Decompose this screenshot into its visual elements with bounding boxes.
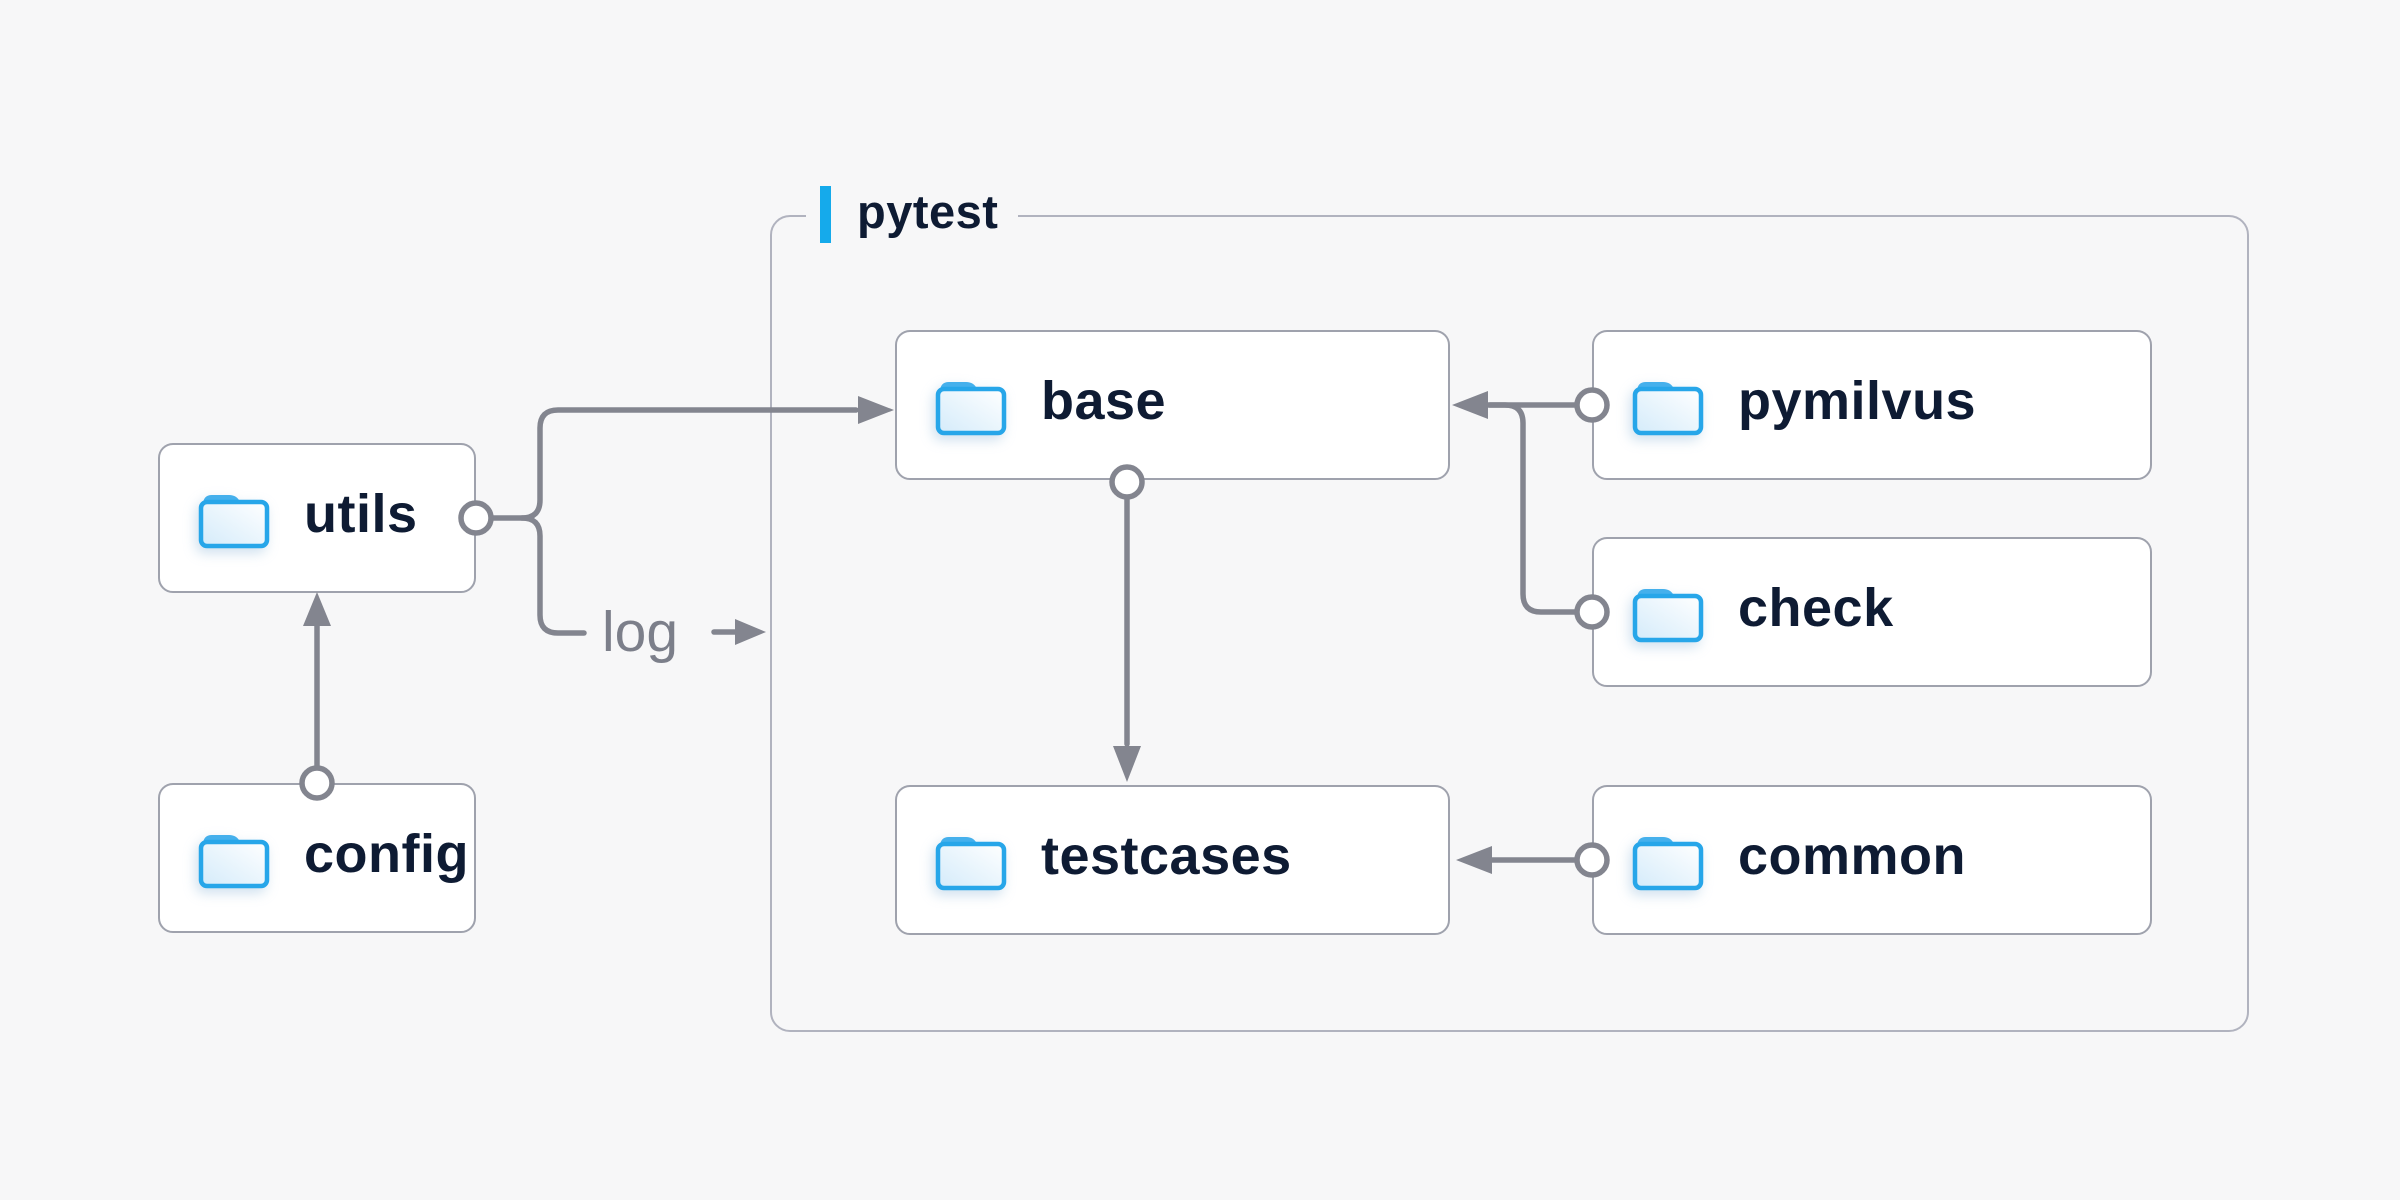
node-base: base [895,330,1450,480]
edge-config-utils [299,592,335,801]
node-label: check [1738,578,1894,638]
pytest-container [770,215,2249,1032]
container-label-text: pytest [857,184,999,238]
node-label: common [1738,826,1967,886]
node-testcases: testcases [895,785,1450,935]
node-label: base [1041,371,1167,431]
node-label: testcases [1041,826,1292,886]
folder-icon [1632,837,1704,891]
container-label: pytest [806,184,1019,244]
edge-label-log: log [602,600,679,664]
accent-bar-icon [820,185,831,243]
node-label: config [304,824,469,884]
folder-icon [198,835,270,889]
node-label: pymilvus [1738,371,1977,431]
folder-icon [1632,382,1704,436]
node-check: check [1592,537,2152,687]
folder-icon [935,837,1007,891]
folder-icon [198,495,270,549]
folder-icon [1632,589,1704,643]
node-utils: utils [158,443,476,593]
node-config: config [158,783,476,933]
node-common: common [1592,785,2152,935]
folder-icon [935,382,1007,436]
node-label: utils [304,484,418,544]
node-pymilvus: pymilvus [1592,330,2152,480]
